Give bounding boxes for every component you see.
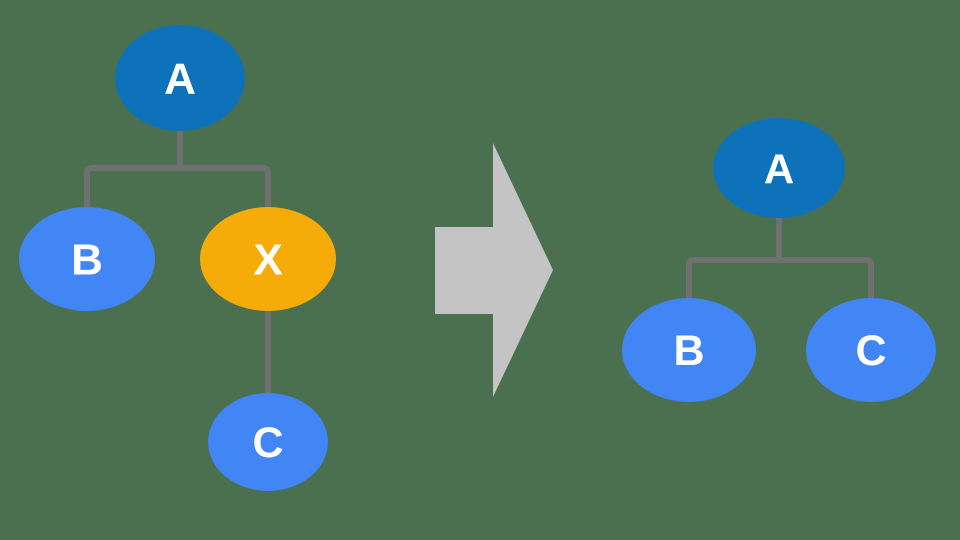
transformation-arrow [435,143,553,397]
node-c-after-shape [806,298,936,402]
node-a-after[interactable]: A [713,118,845,218]
after-connectors [686,215,874,303]
node-b-before-shape [19,207,155,311]
node-c-after[interactable]: C [806,298,936,402]
node-b-after-label: B [673,327,704,375]
right-arrow-icon [435,143,553,397]
node-a-before-label: A [164,55,196,104]
node-x-before-label: X [253,236,282,285]
node-x-before-shape [200,207,336,311]
after-tree-group: A B C [622,118,936,402]
node-x-before[interactable]: X [200,207,336,311]
node-b-before-label: B [71,236,103,285]
node-c-before-label: C [252,419,283,467]
before-connectors [84,128,271,398]
edge-bus-to-children-after [686,257,874,303]
node-a-after-shape [713,118,845,218]
edge-bus-to-children [84,165,271,212]
node-b-after[interactable]: B [622,298,756,402]
node-b-before[interactable]: B [19,207,155,311]
node-b-after-shape [622,298,756,402]
node-c-before-shape [208,393,328,491]
node-a-before[interactable]: A [115,25,245,131]
before-tree-group: A B X C [19,25,336,491]
node-a-before-shape [115,25,245,131]
node-c-before[interactable]: C [208,393,328,491]
node-c-after-label: C [855,327,886,375]
node-a-after-label: A [764,146,794,193]
